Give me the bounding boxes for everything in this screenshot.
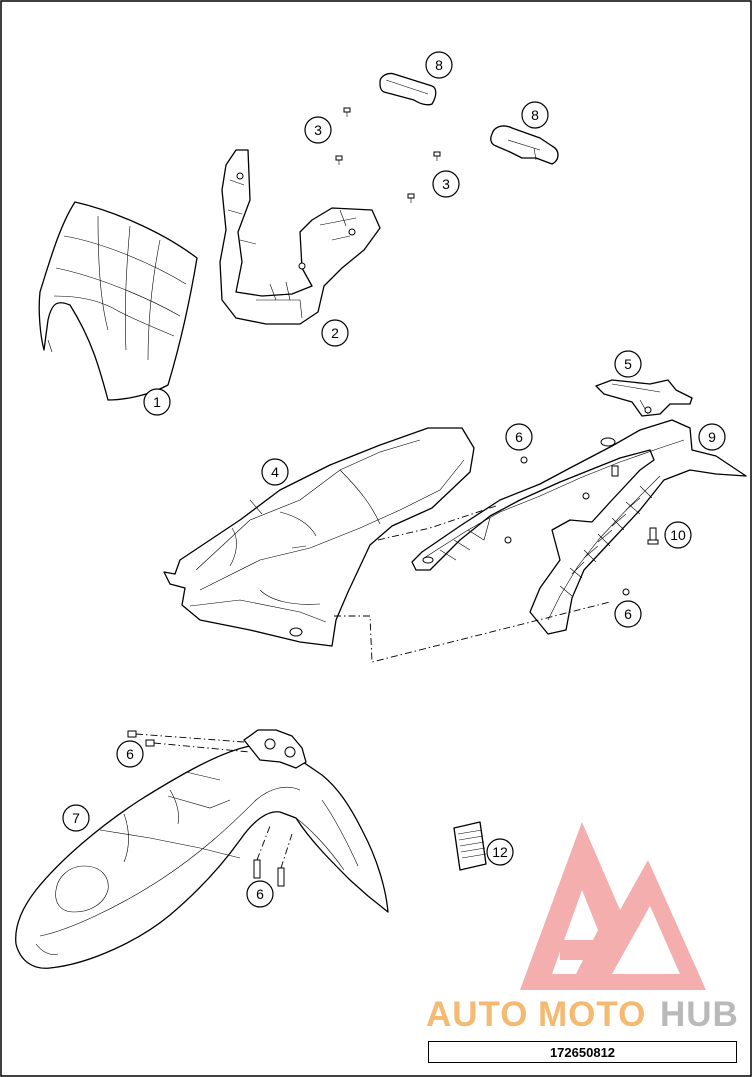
part-rear-fender: [163, 427, 475, 647]
part-subframe-rail: [411, 419, 747, 635]
svg-text:3: 3: [314, 122, 322, 138]
callout-3a: 3: [304, 116, 332, 144]
callout-6a: 6: [505, 423, 533, 451]
svg-text:3: 3: [442, 176, 450, 192]
screw-3c: [433, 151, 441, 161]
callout-12: 12: [486, 838, 514, 866]
svg-text:2: 2: [331, 325, 339, 341]
svg-text:6: 6: [515, 429, 523, 445]
callout-5: 5: [614, 350, 642, 378]
watermark-logo: [520, 822, 706, 990]
part-front-fender: [15, 744, 389, 969]
callout-9: 9: [698, 423, 726, 451]
svg-text:12: 12: [492, 844, 508, 860]
callout-1: 1: [143, 388, 171, 416]
watermark-text: AUTO MOTO HUB: [426, 995, 739, 1034]
svg-text:8: 8: [435, 57, 443, 73]
screw-3a: [343, 107, 351, 117]
svg-text:10: 10: [670, 527, 686, 543]
drawing-number-text: 172650812: [549, 1044, 616, 1060]
watermark-text-hub: HUB: [660, 995, 739, 1034]
svg-text:6: 6: [624, 606, 632, 622]
callout-7: 7: [62, 804, 90, 832]
watermark-text-moto: MOTO: [538, 995, 646, 1034]
svg-text:4: 4: [271, 464, 279, 480]
svg-text:9: 9: [708, 429, 716, 445]
svg-text:5: 5: [624, 356, 632, 372]
part-screw-10: [647, 527, 659, 545]
callout-4: 4: [261, 458, 289, 486]
part-mount-bracket: [595, 379, 693, 417]
part-headlight-bracket: [219, 149, 381, 325]
part-screws-3: [335, 107, 441, 203]
drawing-number: 172650812: [428, 1041, 737, 1063]
part-screws-6-upper: [504, 456, 630, 596]
part-screws-6-front: [127, 730, 285, 887]
screw-3b: [335, 155, 343, 165]
part-cable-clamp-top: [379, 72, 437, 106]
part-headlight-mask: [38, 201, 198, 401]
callout-3b: 3: [432, 170, 460, 198]
part-sticker: [453, 821, 487, 871]
part-front-fender-mount: [243, 729, 307, 769]
watermark-text-auto: AUTO: [426, 995, 529, 1034]
svg-text:8: 8: [531, 107, 539, 123]
part-cable-clamp-right: [490, 125, 559, 165]
callout-6c: 6: [116, 740, 144, 768]
callout-6b: 6: [614, 600, 642, 628]
callout-10: 10: [664, 521, 692, 549]
callout-2: 2: [321, 319, 349, 347]
callout-8b: 8: [521, 101, 549, 129]
callout-8a: 8: [425, 51, 453, 79]
svg-text:7: 7: [72, 810, 80, 826]
svg-text:6: 6: [256, 886, 264, 902]
svg-text:1: 1: [153, 394, 161, 410]
callout-6d: 6: [246, 880, 274, 908]
screw-3d: [407, 193, 415, 203]
leader-lines: [135, 505, 611, 869]
svg-text:6: 6: [126, 746, 134, 762]
